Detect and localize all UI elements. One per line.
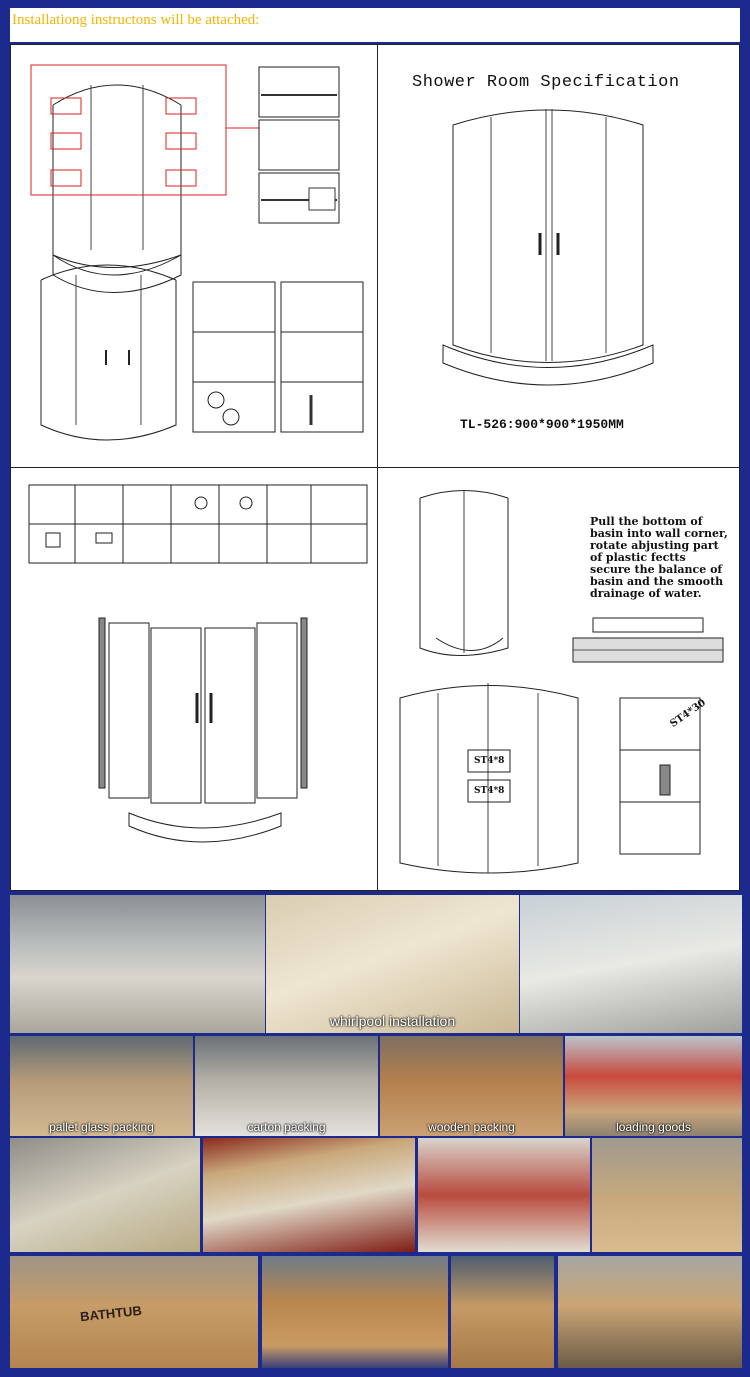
spec-title: Shower Room Specification (412, 73, 680, 92)
photo-container-loaded (262, 1256, 448, 1368)
screw-label-c: ST4*8 (474, 786, 505, 796)
photo-pallet-glass-packing: pallet glass packing (10, 1036, 193, 1136)
basin-note: Pull the bottom of basin into wall corne… (590, 515, 728, 600)
photo-whirlpool-installation: whirlpool installation (266, 895, 519, 1033)
photo-rollers (10, 1138, 200, 1252)
photo-wooden-packing: wooden packing (380, 1036, 563, 1136)
caption-wooden-packing: wooden packing (428, 1120, 515, 1134)
installation-diagram (30, 64, 364, 441)
parts-exploded-diagram (28, 484, 368, 843)
photo-carton-packing: carton packing (195, 1036, 378, 1136)
photo-worker-loading (558, 1256, 742, 1368)
photo-loading-goods: loading goods (565, 1036, 742, 1136)
panel-specification: Shower Room Specification TL-526:900*900… (377, 44, 740, 468)
screw-label-b: ST4*8 (474, 756, 505, 766)
caption-whirlpool-installation: whirlpool installation (329, 1013, 456, 1029)
photo-factory-basins (10, 895, 265, 1033)
photo-stacked-cartons (418, 1138, 590, 1252)
caption-carton-packing: carton packing (247, 1120, 326, 1134)
panel-parts-list (10, 467, 378, 891)
photo-carton-stack-warehouse (592, 1138, 742, 1252)
photo-container-interior (451, 1256, 554, 1368)
photo-worker-bathtub (520, 895, 742, 1033)
photo-bathtub-box: BATHTUB (10, 1256, 258, 1368)
caption-loading-goods: loading goods (616, 1120, 691, 1134)
header-text: Installationg instructons will be attach… (12, 12, 260, 28)
panel-basin-assembly: Pull the bottom of basin into wall corne… (377, 467, 740, 891)
photo-boxed-profile (203, 1138, 415, 1252)
spec-model: TL-526:900*900*1950MM (460, 417, 624, 432)
bathtub-box-label: BATHTUB (79, 1302, 143, 1325)
basin-assembly-diagram (399, 490, 724, 874)
caption-pallet-glass-packing: pallet glass packing (49, 1120, 154, 1134)
spec-enclosure-drawing (442, 109, 654, 386)
header-bar: Installationg instructons will be attach… (10, 8, 740, 42)
panel-installation-steps (10, 44, 378, 468)
